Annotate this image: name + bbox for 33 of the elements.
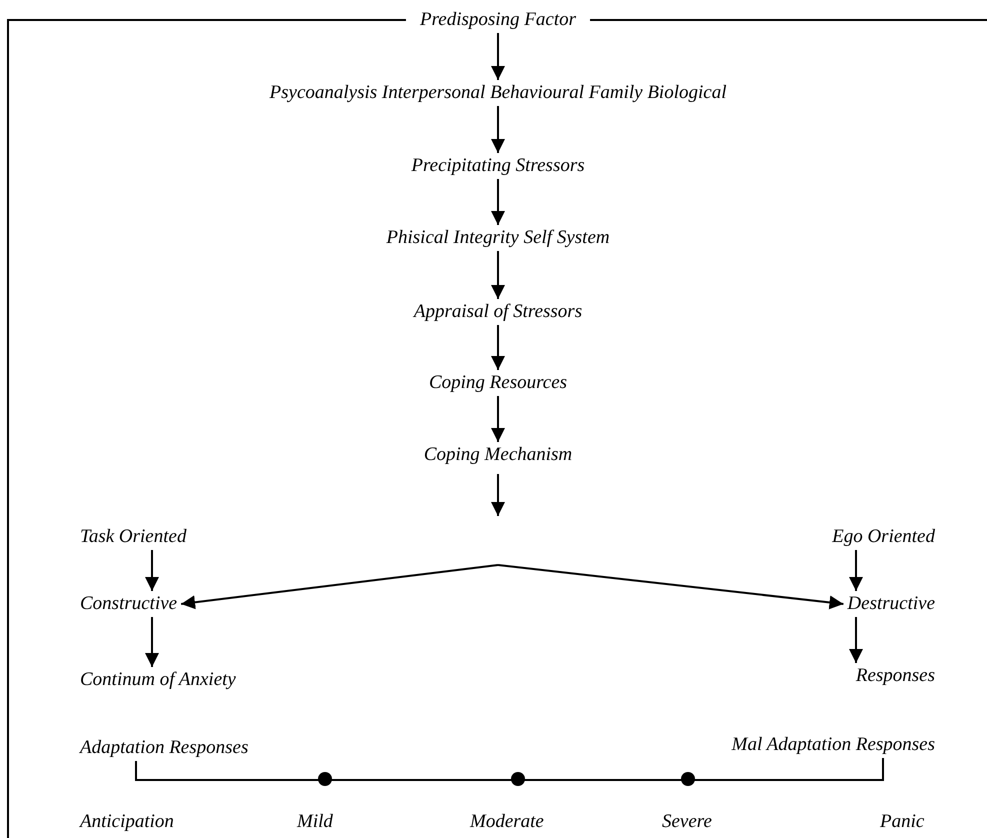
arrow xyxy=(491,33,505,80)
scale-label: Moderate xyxy=(470,811,544,833)
node-label: Ego Oriented xyxy=(832,526,935,548)
arrow xyxy=(180,564,498,610)
node-label: Destructive xyxy=(847,593,935,615)
node-label: Phisical Integrity Self System xyxy=(386,227,610,249)
node-label: Precipitating Stressors xyxy=(411,155,585,177)
arrow xyxy=(849,550,863,591)
node-label: Continum of Anxiety xyxy=(80,669,236,691)
arrow xyxy=(491,251,505,299)
node-label: Constructive xyxy=(80,593,178,615)
arrow xyxy=(498,564,844,610)
scale-label: Mild xyxy=(297,811,333,833)
arrow xyxy=(491,179,505,225)
node-label: Coping Mechanism xyxy=(424,444,572,466)
node-label: Task Oriented xyxy=(80,526,186,548)
arrow xyxy=(491,325,505,370)
node-label: Responses xyxy=(856,665,935,687)
arrow xyxy=(491,396,505,442)
arrow xyxy=(145,550,159,591)
arrow xyxy=(145,617,159,667)
node-label: Appraisal of Stressors xyxy=(414,301,582,323)
scale-label: Severe xyxy=(662,811,712,833)
node-label: Coping Resources xyxy=(428,372,568,394)
node-label: Mal Adaptation Responses xyxy=(732,734,935,756)
node-label: Psycoanalysis Interpersonal Behavioural Family Biological xyxy=(270,82,726,104)
scale-label: Anticipation xyxy=(80,811,174,833)
arrow xyxy=(849,617,863,663)
arrow xyxy=(491,474,505,516)
node-label: Predisposing Factor xyxy=(420,9,576,31)
arrow xyxy=(491,106,505,153)
scale-label: Panic xyxy=(880,811,924,833)
node-label: Adaptation Responses xyxy=(80,737,248,759)
